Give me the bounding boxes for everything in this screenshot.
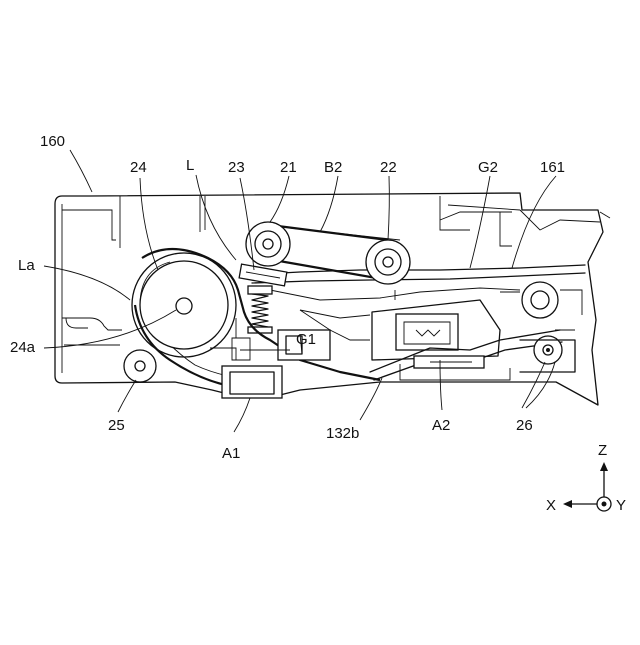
roller-24 <box>132 253 236 357</box>
label-A2: A2 <box>432 417 450 434</box>
label-161: 161 <box>540 159 565 176</box>
axis-label-y: Y <box>616 497 626 514</box>
rollers-26 <box>520 330 575 372</box>
label-24: 24 <box>130 159 147 176</box>
roller-25 <box>124 350 156 382</box>
label-G1: G1 <box>296 331 316 348</box>
label-21: 21 <box>280 159 297 176</box>
label-G2: G2 <box>478 159 498 176</box>
roller-161 <box>500 282 582 318</box>
label-23: 23 <box>228 159 245 176</box>
label-25: 25 <box>108 417 125 434</box>
roller-22 <box>366 240 410 284</box>
spring-23 <box>239 264 287 333</box>
label-132b: 132b <box>326 425 359 442</box>
axis-label-z: Z <box>598 442 607 459</box>
label-26: 26 <box>516 417 533 434</box>
label-La: La <box>18 257 35 274</box>
box-A1 <box>222 366 282 398</box>
axis-indicator: Z X Y <box>546 442 626 514</box>
label-160: 160 <box>40 133 65 150</box>
label-24a: 24a <box>10 339 36 356</box>
label-22: 22 <box>380 159 397 176</box>
label-L: L <box>186 157 194 174</box>
label-A1: A1 <box>222 445 240 462</box>
axis-label-x: X <box>546 497 556 514</box>
label-B2: B2 <box>324 159 342 176</box>
